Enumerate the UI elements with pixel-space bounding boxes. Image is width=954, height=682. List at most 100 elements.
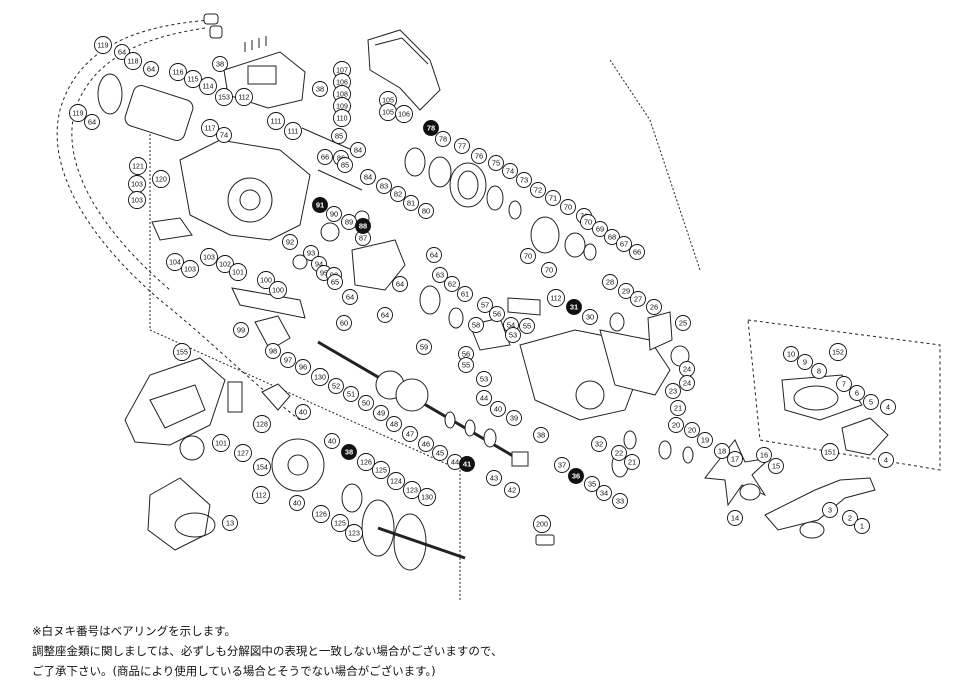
callout-number: 6 (855, 389, 859, 398)
callout-number: 13 (226, 519, 234, 528)
callout-number: 38 (316, 85, 324, 94)
callout-circle (668, 417, 684, 433)
callout-circle (727, 510, 743, 526)
callout-number: 62 (448, 280, 456, 289)
callout-111: 111 (284, 122, 302, 140)
callout-120: 120 (152, 170, 170, 188)
lever-99 (254, 315, 291, 351)
callout-number: 15 (772, 462, 780, 471)
callout-circle (336, 315, 352, 331)
motor-body (124, 85, 194, 141)
gear-75 (486, 185, 504, 211)
callout-102: 102 (216, 255, 234, 273)
callout-number: 70 (584, 218, 592, 227)
callout-number: 98 (269, 347, 277, 356)
callout-circle (215, 88, 233, 106)
callout-circle (476, 371, 492, 387)
callout-circle (377, 307, 393, 323)
callout-number: 102 (219, 262, 231, 269)
callout-circle (337, 157, 353, 173)
callout-circle (822, 502, 838, 518)
callout-circle (604, 229, 620, 245)
callout-number: 30 (586, 313, 594, 322)
callout-circle (516, 172, 532, 188)
callout-number: 120 (155, 177, 167, 184)
callout-1: 1 (854, 518, 870, 534)
callout-circle (468, 317, 484, 333)
callout-number: 40 (328, 437, 336, 446)
assembly-guide-line (149, 110, 461, 600)
callout-39: 39 (506, 410, 522, 426)
callout-circle (201, 119, 219, 137)
spacer-42 (511, 451, 529, 467)
callout-59: 59 (416, 339, 432, 355)
motor-end (97, 73, 123, 115)
callout-number: 127 (237, 451, 249, 458)
callout-90: 90 (326, 206, 342, 222)
callout-128: 128 (253, 415, 271, 433)
pouch-200 (147, 477, 211, 551)
callout-6: 6 (849, 385, 865, 401)
note-washer-2: ご了承下さい。(商品により使用している場合とそうでない場合がございます。) (32, 664, 436, 678)
callout-number: 86 (337, 154, 345, 163)
callout-number: 112 (255, 493, 266, 500)
side-plate-121 (151, 217, 193, 241)
callout-circle (143, 61, 159, 77)
callout-circle (386, 416, 402, 432)
knob-3 (799, 521, 825, 539)
callout-circle (486, 470, 502, 486)
note-washer-1: 調整座金類に関しましては、必ずしも分解図中の表現と一致しない場合がございますので… (32, 644, 503, 658)
callout-circle (582, 309, 598, 325)
callout-number: 118 (127, 59, 138, 66)
callout-57: 57 (477, 297, 493, 313)
callout-153: 153 (215, 88, 233, 106)
callout-circle (679, 375, 695, 391)
callout-number: 34 (600, 489, 608, 498)
washer-18 (682, 446, 694, 464)
callout-number: 70 (545, 266, 553, 275)
callout-number: 57 (481, 301, 489, 310)
callout-circle (458, 357, 474, 373)
callout-circle (355, 218, 371, 234)
callout-70: 70 (520, 248, 536, 264)
callout-number: 53 (509, 331, 517, 340)
callout-number: 3 (828, 506, 832, 515)
callout-number: 10 (787, 350, 795, 359)
gear-68 (564, 232, 586, 258)
callout-number: 106 (336, 80, 348, 87)
part-26 (647, 311, 673, 351)
callout-83: 83 (376, 178, 392, 194)
callout-7: 7 (836, 376, 852, 392)
callout-73: 73 (516, 172, 532, 188)
callout-64: 64 (377, 307, 393, 323)
callout-100: 100 (257, 271, 275, 289)
callout-62: 62 (444, 276, 460, 292)
callout-number: 126 (315, 512, 327, 519)
callout-circle (541, 262, 557, 278)
callout-number: 74 (220, 131, 228, 140)
callout-circle (216, 127, 232, 143)
callout-64: 64 (392, 276, 408, 292)
callout-circle (591, 436, 607, 452)
callout-number: 56 (462, 350, 470, 359)
callout-circle (714, 443, 730, 459)
callout-circle (395, 105, 413, 123)
callout-67: 67 (616, 236, 632, 252)
gear-93 (292, 254, 308, 270)
callout-circle (403, 195, 419, 211)
callout-number: 116 (172, 70, 183, 77)
callout-58: 58 (468, 317, 484, 333)
callout-circle (418, 488, 436, 506)
callout-number: 84 (364, 173, 372, 182)
callout-53: 53 (476, 371, 492, 387)
callout-69: 69 (592, 221, 608, 237)
callout-circle (216, 255, 234, 273)
callout-number: 107 (336, 68, 348, 75)
callout-154: 154 (253, 458, 271, 476)
callout-number: 25 (679, 319, 687, 328)
callout-number: 45 (436, 449, 444, 458)
callout-circle (530, 182, 546, 198)
callout-number: 73 (520, 176, 528, 185)
callout-106: 106 (395, 105, 413, 123)
callout-number: 114 (202, 84, 213, 91)
